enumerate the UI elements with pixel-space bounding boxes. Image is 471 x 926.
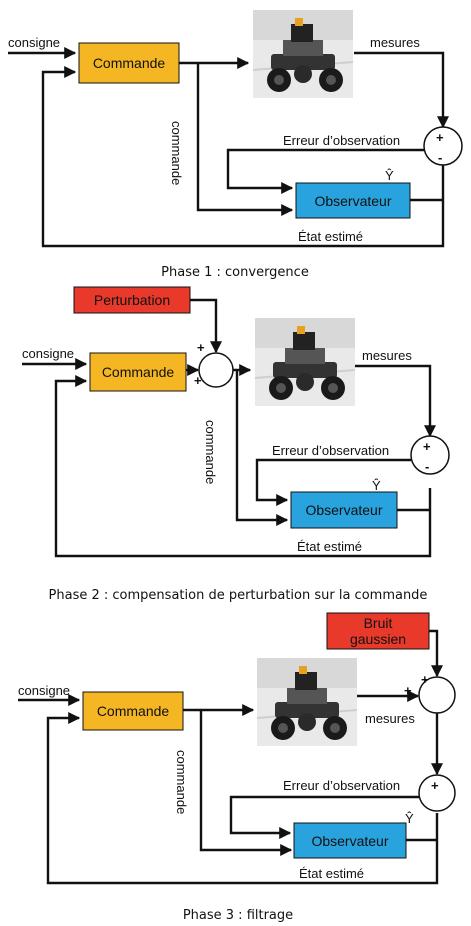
phase-2-diagram: Perturbation consigne Commande + + mesur… [22, 286, 450, 603]
commande-wire-label: commande [169, 121, 184, 185]
consigne-label: consigne [8, 35, 60, 50]
commande-block [82, 691, 184, 731]
plus-sign: + [404, 683, 412, 698]
consigne-label: consigne [22, 346, 74, 361]
plus-sign: + [423, 439, 431, 454]
mesures-label: mesures [370, 35, 420, 50]
feedback-loop [54, 375, 432, 558]
phase-1-diagram: consigne Commande mesures + - Erreur d’o… [8, 9, 463, 280]
plus-sign: + [431, 778, 439, 793]
robot-image [254, 317, 356, 407]
commande-to-observateur-arrow [235, 370, 289, 526]
robot-image [256, 657, 358, 747]
minus-sign: - [438, 150, 442, 165]
perturbation-block [73, 286, 191, 314]
erreur-label: Erreur d’observation [272, 443, 389, 458]
perturbation-sum-node [198, 352, 234, 388]
y-hat-label: Ŷ [385, 168, 394, 183]
y-hat-label: Ŷ [372, 478, 381, 493]
feedback-loop [41, 66, 445, 248]
sum-node [423, 126, 463, 166]
mesures-label: mesures [365, 711, 415, 726]
commande-block-label: Commande [97, 703, 170, 719]
observateur-block-label: Observateur [314, 193, 391, 209]
etat-estime-label: État estimé [298, 229, 363, 244]
erreur-label: Erreur d’observation [283, 133, 400, 148]
erreur-arrow [229, 795, 419, 839]
observateur-block-label: Observateur [311, 833, 388, 849]
commande-wire-label: commande [203, 420, 218, 484]
bruit-block [326, 612, 430, 650]
etat-estime-label: État estimé [297, 539, 362, 554]
erreur-label: Erreur d’observation [283, 778, 400, 793]
erreur-arrow [255, 458, 411, 506]
observateur-block-label: Observateur [305, 502, 382, 518]
bruit-label-line-1: Bruit [364, 615, 393, 631]
caption-phase-1: Phase 1 : convergence [161, 265, 309, 280]
commande-to-observateur-arrow [199, 710, 293, 856]
sum-node [418, 774, 456, 812]
caption-phase-3: Phase 3 : filtrage [183, 908, 293, 923]
robot-image [252, 9, 354, 99]
bruit-arrow [429, 629, 443, 678]
perturbation-arrow [190, 298, 222, 354]
commande-block-label: Commande [93, 55, 166, 71]
sum-node [410, 435, 450, 475]
etat-estime-label: État estimé [299, 866, 364, 881]
mesures-arrow [355, 364, 436, 438]
commande-to-observateur-arrow [196, 63, 294, 216]
observateur-block [293, 822, 407, 859]
perturbation-label: Perturbation [94, 292, 170, 308]
minus-sign: - [425, 459, 429, 474]
caption-phase-2: Phase 2 : compensation de perturbation s… [49, 588, 428, 603]
plus-sign: + [436, 130, 444, 145]
mesures-label: mesures [362, 348, 412, 363]
bruit-label-line-2: gaussien [350, 631, 406, 647]
mesures-arrow [354, 51, 449, 129]
commande-block-label: Commande [102, 364, 175, 380]
plus-sign: + [194, 373, 202, 388]
feedback-loop [46, 712, 439, 885]
plus-sign: + [421, 672, 429, 687]
consigne-label: consigne [18, 683, 70, 698]
observateur-block [290, 491, 398, 529]
y-hat-label: Ŷ [405, 811, 414, 826]
commande-block [89, 352, 187, 392]
plus-sign: + [197, 340, 205, 355]
commande-wire-label: commande [174, 750, 189, 814]
erreur-arrow [226, 148, 424, 194]
phase-3-diagram: Bruit gaussien consigne Commande + + mes… [18, 612, 456, 923]
